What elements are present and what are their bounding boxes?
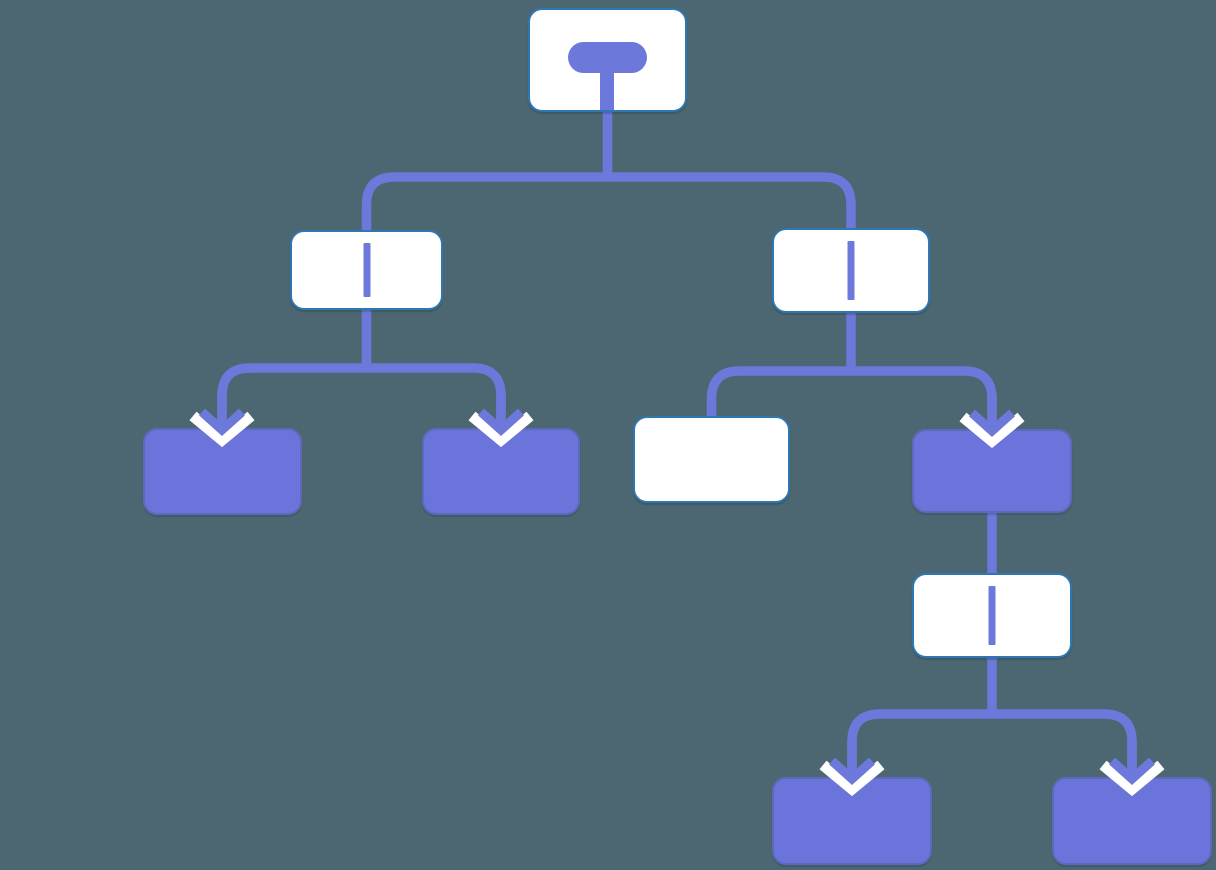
double-chevron-down-arrow-icon	[189, 392, 255, 448]
vertical-bar-icon	[847, 241, 855, 300]
wire-root-rail	[361, 172, 856, 232]
vertical-bar-icon	[363, 243, 370, 297]
branch-node-left[interactable]	[290, 230, 443, 310]
vertical-bar-icon	[988, 586, 996, 645]
double-chevron-down-arrow-icon	[959, 393, 1025, 449]
double-chevron-down-arrow-icon	[468, 392, 534, 448]
wire-branch-right-rail	[706, 366, 997, 431]
empty-white-node[interactable]	[633, 416, 790, 503]
double-chevron-down-arrow-icon	[1099, 741, 1165, 797]
branch-node-bottom[interactable]	[912, 573, 1072, 658]
pill-with-stem-icon	[568, 42, 647, 110]
branch-node-right[interactable]	[772, 228, 930, 313]
root-node[interactable]	[528, 8, 687, 112]
double-chevron-down-arrow-icon	[819, 741, 885, 797]
wire-branch-left-rail	[217, 363, 506, 430]
wire-branch-bottom-rail	[847, 709, 1137, 779]
